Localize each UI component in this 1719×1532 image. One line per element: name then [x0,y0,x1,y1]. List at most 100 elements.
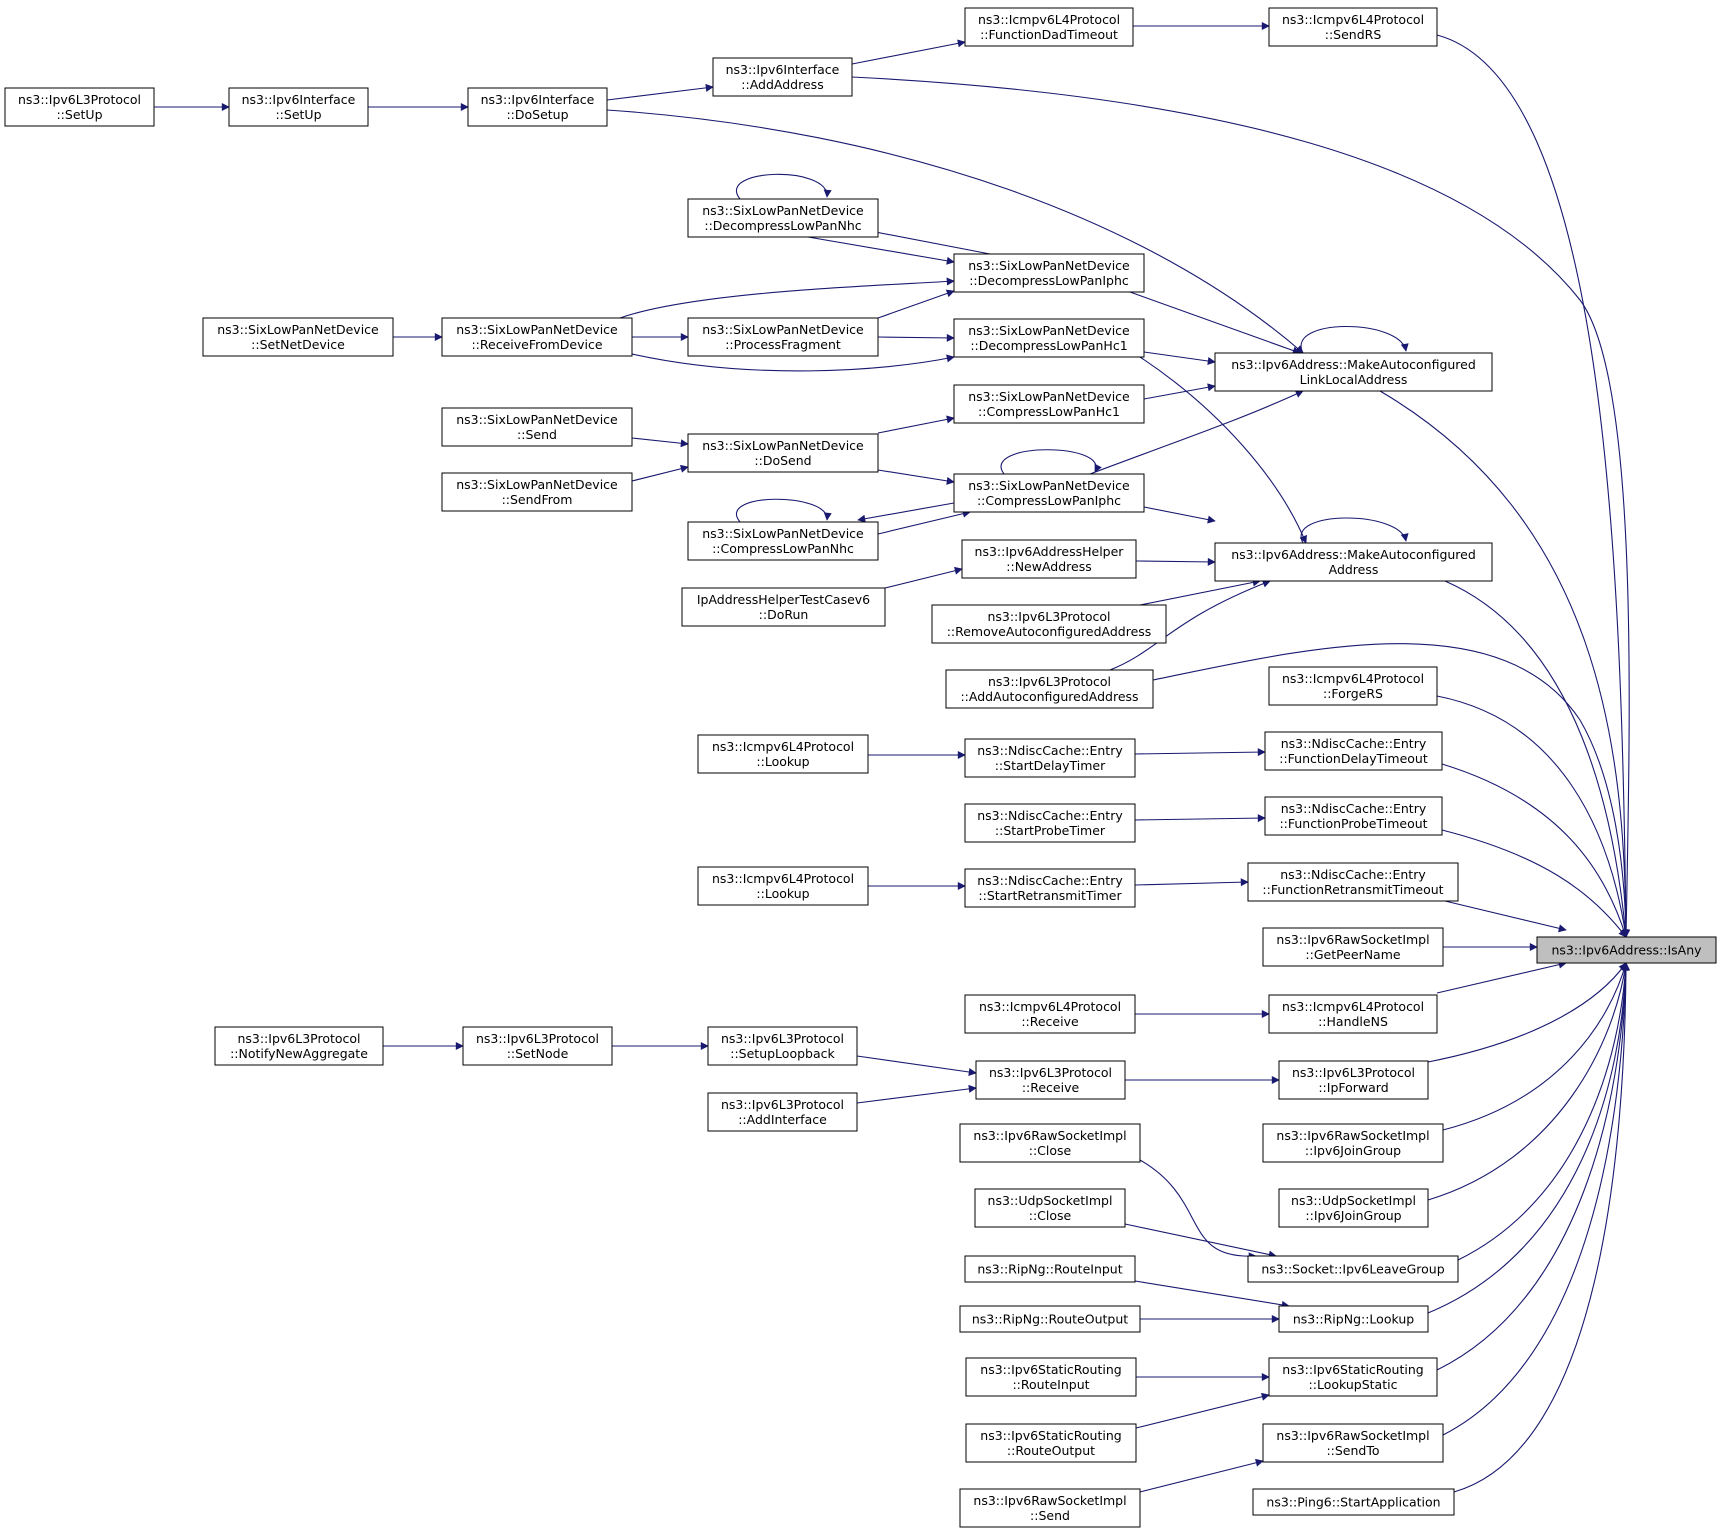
node-ipv6l3-setuploop[interactable]: ns3::Ipv6L3Protocol::SetupLoopback [707,1026,858,1066]
node-icmp-funcdad[interactable]: ns3::Icmpv6L4Protocol::FunctionDadTimeou… [964,7,1134,47]
node-label-line: ::FunctionDelayTimeout [1279,751,1428,766]
edge-slp_decompiphc-to-slp_decompnhc [864,227,991,255]
node-label-line: ns3::Ipv6StaticRouting [980,1362,1121,1377]
node-ipv6l3-addauto[interactable]: ns3::Ipv6L3Protocol::AddAutoconfiguredAd… [945,669,1154,709]
node-label-line: ns3::Ipv6Interface [481,92,595,107]
node-box [697,866,869,906]
node-label-line: ::AddAutoconfiguredAddress [960,689,1138,704]
node-box [1278,1060,1429,1100]
node-icmp-lookup2[interactable]: ns3::Icmpv6L4Protocol::Lookup [697,866,869,906]
node-label-line: ::RouteInput [1012,1377,1089,1392]
node-box [697,734,869,774]
node-udp-close[interactable]: ns3::UdpSocketImpl::Close [974,1188,1126,1228]
node-ping6-start[interactable]: ns3::Ping6::StartApplication [1252,1488,1455,1516]
node-slp-decompnhc[interactable]: ns3::SixLowPanNetDevice::DecompressLowPa… [687,198,879,238]
node-socket-leave[interactable]: ns3::Socket::Ipv6LeaveGroup [1247,1255,1459,1283]
node-box [202,317,394,357]
node-icmp-receive[interactable]: ns3::Icmpv6L4Protocol::Receive [964,994,1136,1034]
node-slp-compiphc[interactable]: ns3::SixLowPanNetDevice::CompressLowPanI… [953,473,1145,513]
node-box [1252,1488,1455,1516]
edge-slp_comphc1-to-makeautolink [1143,383,1216,400]
node-makeautoaddr[interactable]: ns3::Ipv6Address::MakeAutoconfiguredAddr… [1214,542,1493,582]
node-label-line: ns3::RipNg::RouteOutput [972,1312,1128,1327]
edge-path [1427,962,1630,1314]
node-slp-comphc1[interactable]: ns3::SixLowPanNetDevice::CompressLowPanH… [953,384,1145,424]
node-ripng-routeoutput[interactable]: ns3::RipNg::RouteOutput [959,1305,1141,1333]
node-ripng-routeinput[interactable]: ns3::RipNg::RouteInput [964,1255,1136,1283]
node-box [1262,1423,1444,1463]
node-ipv6l3-addif[interactable]: ns3::Ipv6L3Protocol::AddInterface [707,1092,858,1132]
node-label-line: ::SendFrom [502,492,573,507]
edge-path [1139,356,1307,544]
edge-slp_decompnhc-to-slp_decompiphc [807,236,955,265]
node-slp-recvfromdev[interactable]: ns3::SixLowPanNetDevice::ReceiveFromDevi… [441,317,633,357]
node-box [964,803,1136,843]
node-ipv6if-dosetup[interactable]: ns3::Ipv6Interface::DoSetup [467,87,608,127]
node-slp-sendfrom[interactable]: ns3::SixLowPanNetDevice::SendFrom [441,472,633,512]
node-nd-funcdelay[interactable]: ns3::NdiscCache::Entry::FunctionDelayTim… [1264,731,1443,771]
node-icmp-handlens[interactable]: ns3::Icmpv6L4Protocol::HandleNS [1268,994,1438,1034]
node-label-line: ns3::Ping6::StartApplication [1266,1495,1440,1510]
node-slp-setnetdev[interactable]: ns3::SixLowPanNetDevice::SetNetDevice [202,317,394,357]
node-raw-close[interactable]: ns3::Ipv6RawSocketImpl::Close [959,1123,1141,1163]
node-makeautolink[interactable]: ns3::Ipv6Address::MakeAutoconfiguredLink… [1214,352,1493,392]
node-nd-startretrans[interactable]: ns3::NdiscCache::Entry::StartRetransmitT… [964,868,1136,908]
node-nd-funcprobe[interactable]: ns3::NdiscCache::Entry::FunctionProbeTim… [1264,796,1443,836]
node-box [959,1305,1141,1333]
node-label-line: ns3::SixLowPanNetDevice [968,323,1130,338]
node-box [1268,666,1438,706]
edge-path [877,469,955,485]
edge-ipv6if_dosetup-to-makeautolink [606,109,1304,354]
node-ipv6l3-ipforward[interactable]: ns3::Ipv6L3Protocol::IpForward [1278,1060,1429,1100]
node-static-routeinput[interactable]: ns3::Ipv6StaticRouting::RouteInput [965,1357,1137,1397]
node-label-line: ::IpForward [1318,1080,1388,1095]
edge-ripng_lookup-to-isany [1427,962,1630,1314]
node-slp-decomphc1[interactable]: ns3::SixLowPanNetDevice::DecompressLowPa… [953,318,1145,358]
node-nd-startdelay[interactable]: ns3::NdiscCache::Entry::StartDelayTimer [964,738,1136,778]
node-ipv6if-setup[interactable]: ns3::Ipv6Interface::SetUp [228,87,369,127]
node-slp-dosend[interactable]: ns3::SixLowPanNetDevice::DoSend [687,433,879,473]
node-ipv6l3-setup[interactable]: ns3::Ipv6L3Protocol::SetUp [4,87,155,127]
node-ipv6if-addaddr[interactable]: ns3::Ipv6Interface::AddAddress [712,57,853,97]
node-box [931,604,1167,644]
node-nd-funcretrans[interactable]: ns3::NdiscCache::Entry::FunctionRetransm… [1247,862,1459,902]
node-raw-sendto[interactable]: ns3::Ipv6RawSocketImpl::SendTo [1262,1423,1444,1463]
node-label-line: ::DoRun [759,607,809,622]
node-ipv6l3-receive[interactable]: ns3::Ipv6L3Protocol::Receive [975,1060,1126,1100]
node-static-lookup[interactable]: ns3::Ipv6StaticRouting::LookupStatic [1268,1357,1438,1397]
node-icmp-lookup1[interactable]: ns3::Icmpv6L4Protocol::Lookup [697,734,869,774]
node-raw-joingroup[interactable]: ns3::Ipv6RawSocketImpl::Ipv6JoinGroup [1262,1123,1444,1163]
edge-ipv6if_addaddr-to-icmp_funcdad [851,39,966,65]
node-box [1262,1123,1444,1163]
node-box [214,1026,384,1066]
node-ipv6l3-removeauto[interactable]: ns3::Ipv6L3Protocol::RemoveAutoconfigure… [931,604,1167,644]
node-slp-procfrag[interactable]: ns3::SixLowPanNetDevice::ProcessFragment [687,317,879,357]
node-ripng-lookup[interactable]: ns3::RipNg::Lookup [1278,1305,1429,1333]
edge-path [1152,643,1630,938]
node-label-line: ns3::Icmpv6L4Protocol [979,999,1121,1014]
node-label-line: ::CompressLowPanNhc [712,541,854,556]
node-static-routeoutput[interactable]: ns3::Ipv6StaticRouting::RouteOutput [965,1423,1137,1463]
node-raw-send[interactable]: ns3::Ipv6RawSocketImpl::Send [959,1488,1141,1528]
node-iphelper-newaddr[interactable]: ns3::Ipv6AddressHelper::NewAddress [961,539,1137,579]
node-icmp-forgers[interactable]: ns3::Icmpv6L4Protocol::ForgeRS [1268,666,1438,706]
node-slp-send[interactable]: ns3::SixLowPanNetDevice::Send [441,407,633,447]
node-raw-getpeer[interactable]: ns3::Ipv6RawSocketImpl::GetPeerName [1262,927,1444,967]
node-isany[interactable]: ns3::Ipv6Address::IsAny [1536,936,1717,964]
node-udp-joingroup[interactable]: ns3::UdpSocketImpl::Ipv6JoinGroup [1278,1188,1429,1228]
node-label-line: ns3::NdiscCache::Entry [977,743,1123,758]
node-label-line: ns3::Icmpv6L4Protocol [712,739,854,754]
node-ipv6l3-setnode[interactable]: ns3::Ipv6L3Protocol::SetNode [462,1026,613,1066]
edge-slp_dosend-to-slp_compiphc [877,469,955,485]
node-slp-decompiphc[interactable]: ns3::SixLowPanNetDevice::DecompressLowPa… [953,253,1145,293]
node-ipv6l3-notify[interactable]: ns3::Ipv6L3Protocol::NotifyNewAggregate [214,1026,384,1066]
edge-slp_compnhc-to-slp_compnhc [736,498,832,523]
node-box [945,669,1154,709]
edge-path [1143,506,1216,524]
node-icmp-sendrs[interactable]: ns3::Icmpv6L4Protocol::SendRS [1268,7,1438,47]
node-nd-startprobe[interactable]: ns3::NdiscCache::Entry::StartProbeTimer [964,803,1136,843]
edge-path [856,1055,977,1076]
node-slp-compnhc[interactable]: ns3::SixLowPanNetDevice::CompressLowPanN… [687,521,879,561]
node-label-line: ns3::Ipv6L3Protocol [988,674,1111,689]
node-iptestv6-dorun[interactable]: IpAddressHelperTestCasev6::DoRun [681,587,886,627]
